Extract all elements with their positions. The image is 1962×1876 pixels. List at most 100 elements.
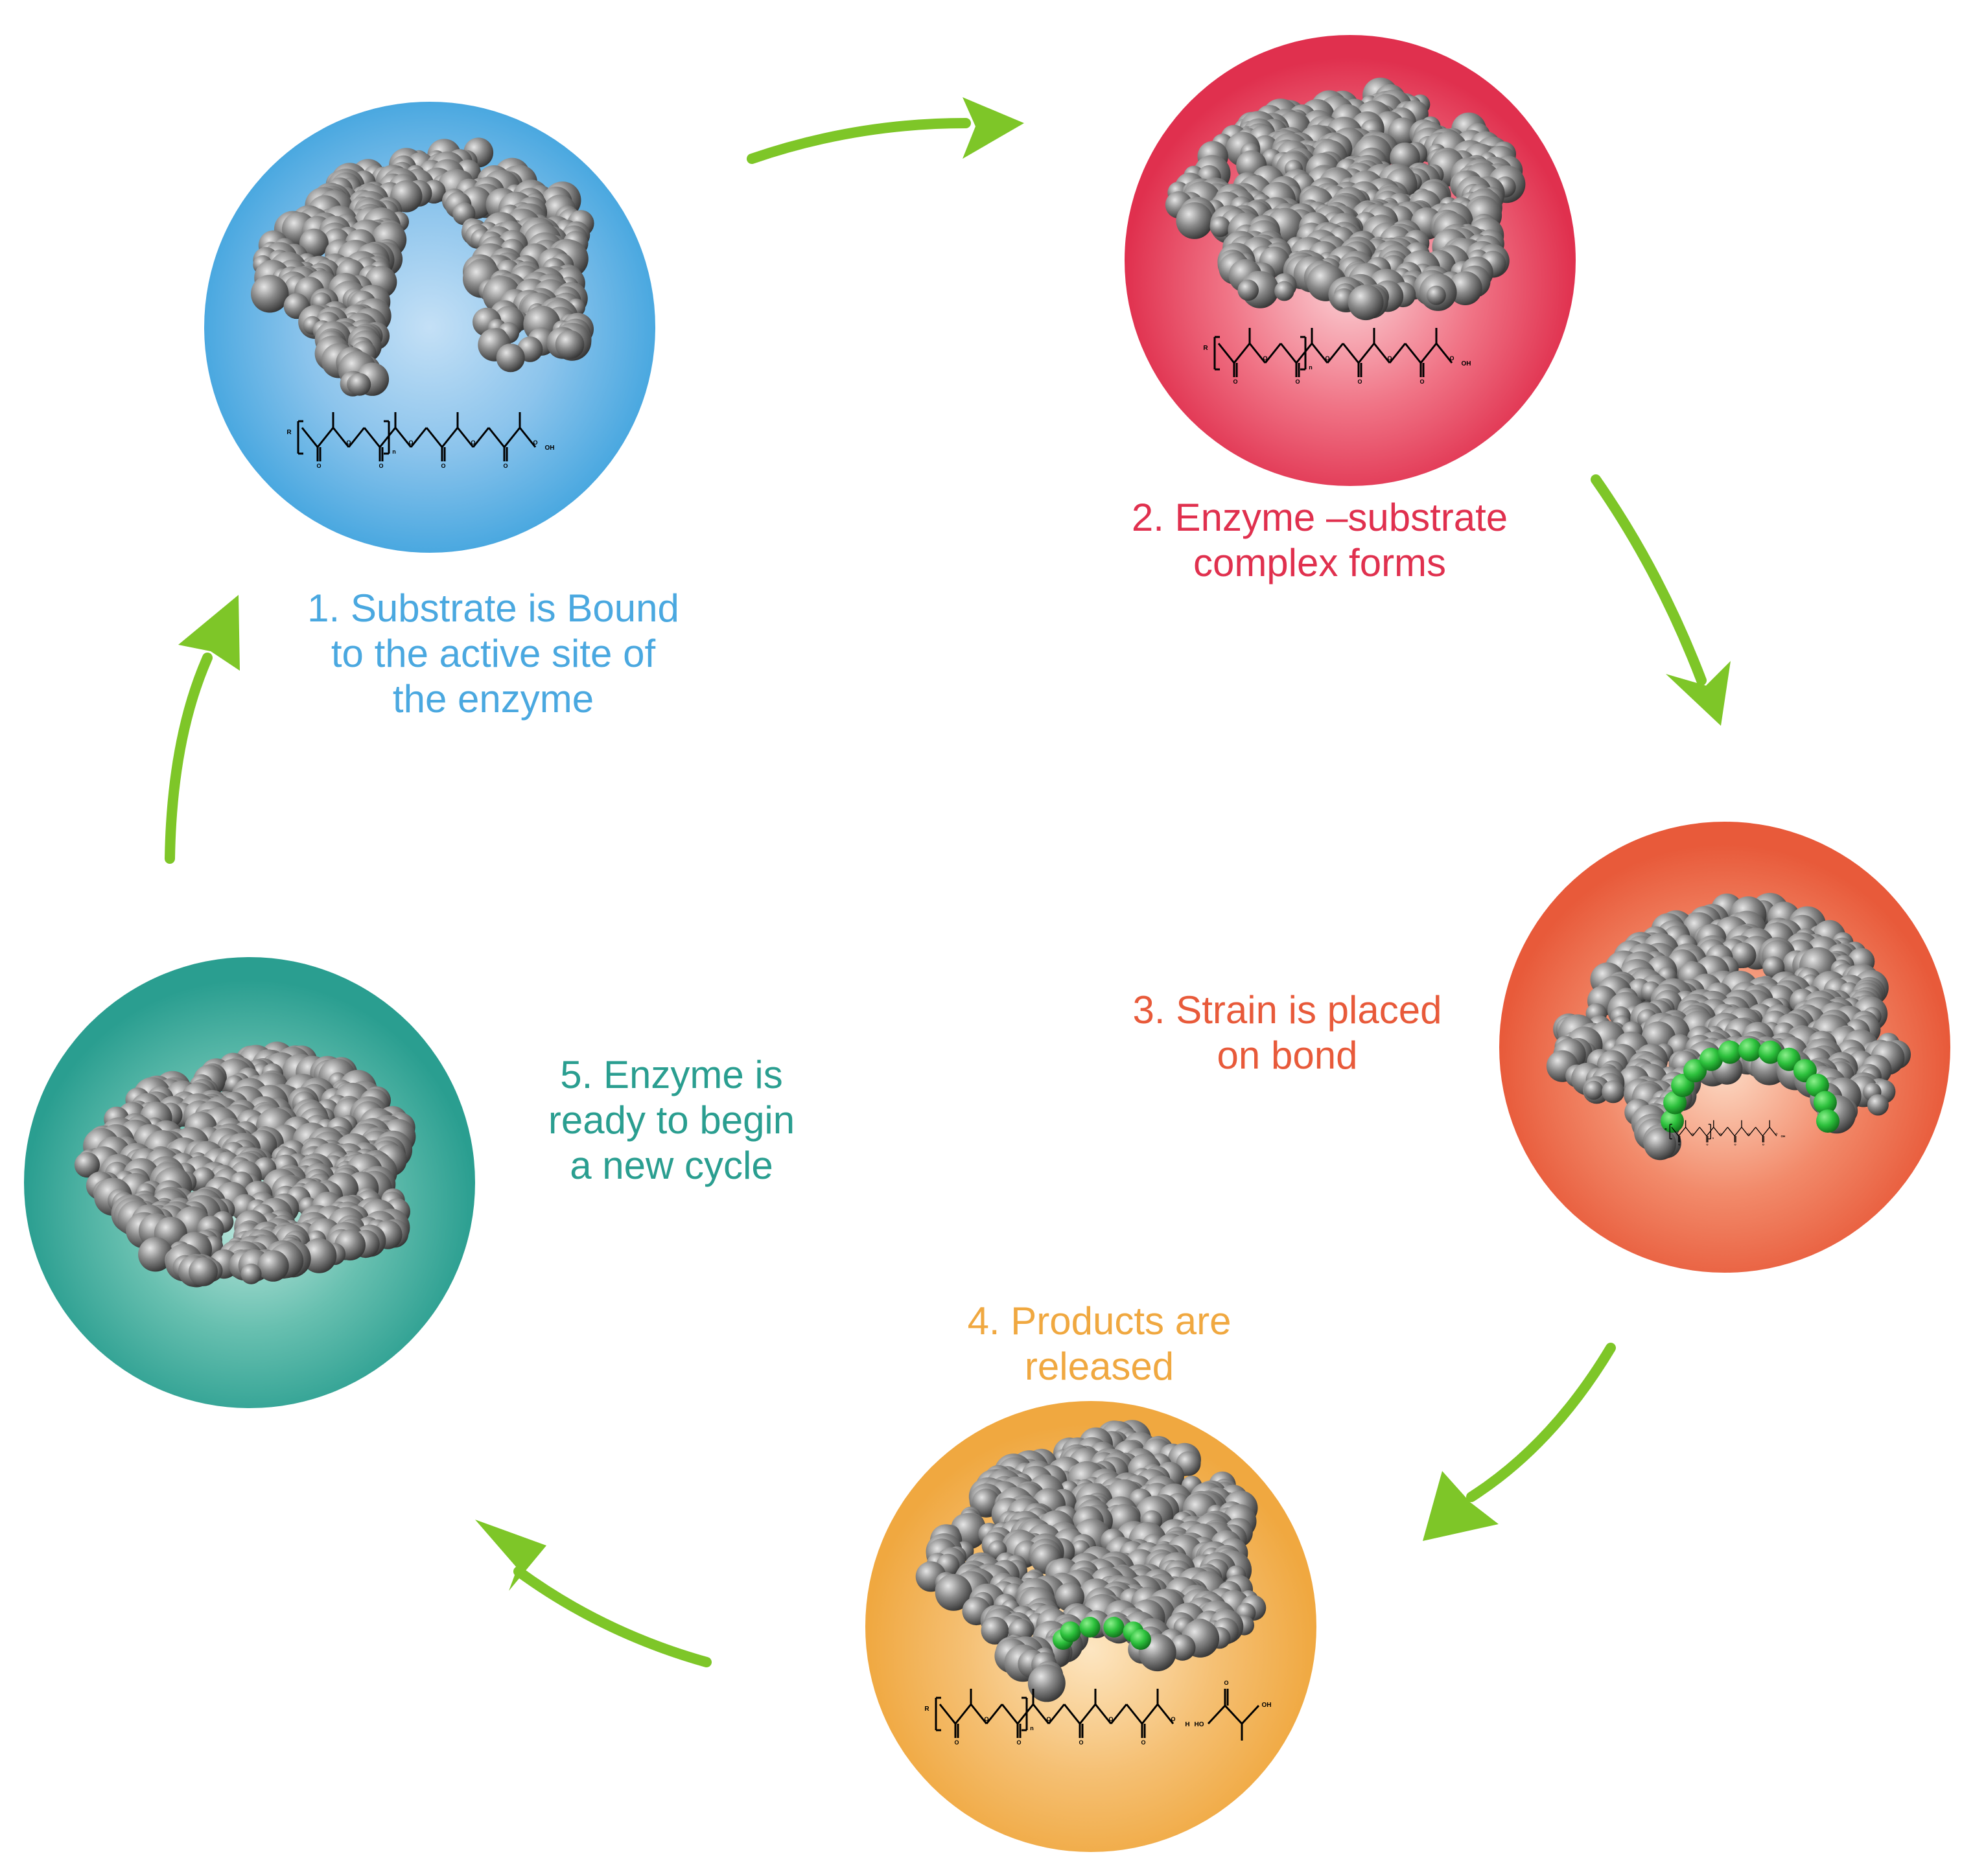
atom-label: O [1016, 1739, 1021, 1746]
bond-line [1699, 1127, 1707, 1137]
bond-line [1762, 1127, 1770, 1137]
bond-line [456, 427, 474, 448]
atom-label: H [1185, 1721, 1189, 1728]
atom-label: O [1387, 355, 1392, 362]
arrow-1-to-2-head [963, 97, 1024, 159]
atom-label: OH [545, 445, 555, 452]
atom-label: O [1079, 1739, 1083, 1746]
bond-line [503, 427, 521, 448]
atom-label: R [1664, 1128, 1667, 1131]
atom-label: O [1357, 378, 1362, 385]
bond-line [1741, 1127, 1749, 1137]
bond-line [1063, 1704, 1081, 1724]
enzyme-atom [1388, 117, 1418, 147]
atom-label: n [1712, 1137, 1714, 1140]
step-5-label: 5. Enzyme is ready to begin a new cycle [548, 1053, 795, 1187]
enzyme-atom [301, 1238, 337, 1273]
active-site-atom [1103, 1617, 1125, 1638]
arrow-4-to-5-head [475, 1520, 546, 1591]
atom-label: O [1141, 1739, 1145, 1746]
enzyme-atom [257, 1250, 289, 1282]
atom-label: O [954, 1739, 959, 1746]
arrow-3-to-4 [1466, 1343, 1616, 1502]
enzyme-atom [1602, 1080, 1625, 1104]
bond-line [1311, 343, 1329, 364]
atom-label: HO [1195, 1721, 1204, 1728]
enzyme-cluster-step-3 [1546, 892, 1911, 1161]
bond-line [1388, 343, 1407, 364]
active-site-atom [1079, 1617, 1101, 1638]
bond-line [1110, 1704, 1128, 1724]
arrow-5-to-1 [165, 653, 213, 864]
active-site-atom [1699, 1047, 1723, 1071]
atom-label: O [1449, 355, 1454, 362]
bond-line [954, 1704, 972, 1724]
bond-line [1207, 1704, 1226, 1725]
bond-line [487, 427, 506, 448]
bond-line [1295, 343, 1313, 364]
atom-label: R [286, 429, 292, 436]
enzyme-atom [1584, 1080, 1604, 1100]
atom-label: O [1734, 1142, 1736, 1146]
arrow-1-to-2 [747, 118, 971, 164]
bond-line [332, 427, 350, 448]
enzyme-atom [240, 1263, 262, 1284]
enzyme-atom [1644, 1128, 1677, 1161]
bond-line [1342, 343, 1360, 364]
bond-line [1678, 1127, 1687, 1137]
active-site-atom [1683, 1059, 1707, 1083]
arrow-5-to-1-head [178, 595, 240, 671]
bond-line [472, 427, 490, 448]
bond-line [425, 427, 443, 448]
bond-line [1692, 1127, 1700, 1137]
bond-line [316, 427, 334, 448]
bond-line [1419, 343, 1438, 364]
bond-line [1357, 343, 1375, 364]
arrow-3-to-4-head [1423, 1471, 1499, 1541]
bond-line [1755, 1127, 1763, 1137]
bond-line [1769, 1127, 1777, 1137]
active-site-atom [1718, 1040, 1742, 1064]
atom-label: OH [1462, 360, 1471, 367]
atom-label: n [1309, 364, 1313, 371]
enzyme-atom [1274, 281, 1294, 301]
step-4-label: 4. Products are released [967, 1299, 1232, 1388]
atom-label: O [1171, 1716, 1175, 1722]
bond-line [1224, 1704, 1243, 1725]
arrow-2-to-3-head [1666, 661, 1731, 726]
atom-label: R [1203, 345, 1208, 352]
atom-label: O [533, 439, 537, 446]
enzyme-cluster-step-1 [251, 137, 594, 397]
bond-line [441, 427, 459, 448]
enzyme-atom [138, 1237, 173, 1272]
atom-label: O [1224, 1680, 1228, 1686]
atom-label: R [924, 1706, 929, 1713]
bond-line [394, 427, 412, 448]
enzyme-cluster-step-4 [915, 1420, 1267, 1702]
bond-line [1435, 343, 1453, 364]
bond-line [1671, 1127, 1679, 1137]
bond-line [1748, 1127, 1757, 1137]
enzyme-atom [981, 1616, 1009, 1645]
enzyme-atom [496, 343, 525, 373]
bond-line [1326, 343, 1344, 364]
enzyme-atom [1867, 1094, 1889, 1116]
enzyme-atom [1427, 285, 1446, 305]
atom-label: O [503, 463, 508, 469]
atom-label: OH [1781, 1135, 1786, 1138]
atom-label: O [1678, 1142, 1680, 1146]
enzyme-atom [1027, 1664, 1066, 1702]
active-site-atom [1777, 1047, 1801, 1071]
atom-label: O [984, 1716, 988, 1722]
atom-label: O [1046, 1716, 1051, 1722]
active-site-atom [1813, 1091, 1837, 1115]
bond-line [1079, 1704, 1097, 1724]
atom-label: O [1692, 1132, 1694, 1135]
active-site-atom [1738, 1038, 1762, 1061]
enzyme-atom [1448, 271, 1482, 305]
enzyme-atom [1209, 216, 1231, 237]
bond-line [1727, 1127, 1735, 1137]
